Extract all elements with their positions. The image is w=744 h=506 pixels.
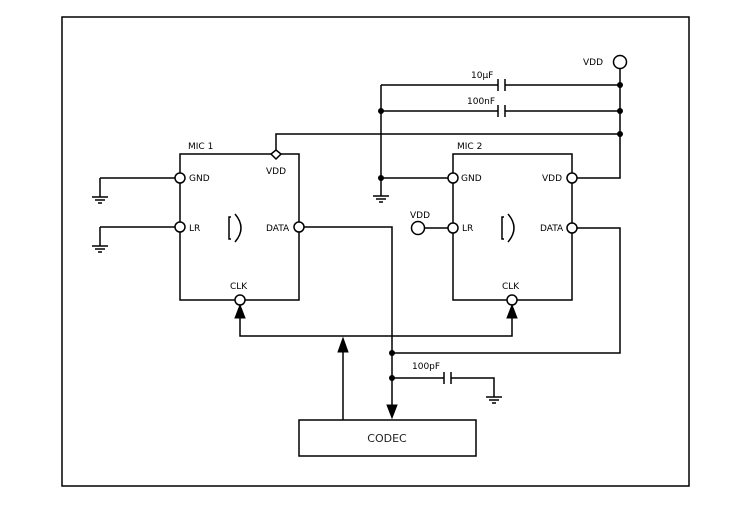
mic1-data-label: DATA <box>266 224 290 234</box>
clk-arrow-icon <box>337 336 349 353</box>
mic2-symbol-arc <box>507 213 515 243</box>
cap-100pf-label: 100pF <box>412 362 440 372</box>
ground-icon <box>92 245 108 253</box>
mic1-lr-wire <box>99 226 175 246</box>
mic2-vdd-label: VDD <box>542 174 562 184</box>
mic2-block: MIC 2 GND LR VDD DATA CLK <box>452 142 573 301</box>
vdd-rail <box>577 68 621 179</box>
codec-label: CODEC <box>367 432 407 445</box>
mic1-title: MIC 1 <box>188 142 213 152</box>
capacitor-icon <box>443 372 452 384</box>
mic2-gnd-label: GND <box>461 174 482 184</box>
mic2-lr-vdd-label: VDD <box>410 211 430 221</box>
cap-100nf-label: 100nF <box>467 97 495 107</box>
codec-box <box>298 419 477 457</box>
vdd-supply-terminal <box>612 54 628 70</box>
mic2-clk-label: CLK <box>502 282 520 292</box>
junction-dot <box>389 350 395 356</box>
vdd-supply-label: VDD <box>583 58 603 68</box>
mic2-data-wire <box>392 227 621 354</box>
mic2-lr-vdd-terminal <box>410 220 426 236</box>
cap-10uf-label: 10µF <box>471 71 493 81</box>
data-arrow-icon <box>386 404 398 420</box>
mic1-vdd-label: VDD <box>266 167 286 177</box>
junction-dot <box>617 108 623 114</box>
mic2-clk-pin <box>506 294 518 306</box>
junction-dot <box>378 108 384 114</box>
capacitor-icon <box>497 105 506 117</box>
ground-icon <box>92 196 108 204</box>
mic1-symbol-icon <box>228 216 231 240</box>
outer-frame <box>61 16 690 487</box>
mic2-vdd-pin <box>566 172 578 184</box>
mic1-symbol-arc <box>234 213 242 243</box>
mic2-gnd-pin <box>447 172 459 184</box>
mic2-lr-pin <box>447 222 459 234</box>
mic1-lr-pin <box>174 221 186 233</box>
mic2-data-pin <box>566 222 578 234</box>
junction-dot <box>617 82 623 88</box>
mic1-lr-label: LR <box>189 224 200 234</box>
ground-icon <box>373 195 389 203</box>
mic2-data-label: DATA <box>540 224 564 234</box>
ground-icon <box>486 396 502 404</box>
mic1-gnd-wire <box>99 177 175 197</box>
mic1-gnd-pin <box>174 172 186 184</box>
cap-100pf-wire <box>392 377 495 397</box>
clock-bus-wire <box>239 318 513 420</box>
mic2-lr-label: LR <box>462 224 473 234</box>
mic1-data-pin <box>293 221 305 233</box>
mic1-block: MIC 1 GND LR VDD DATA CLK <box>179 142 300 301</box>
capacitor-icon <box>497 79 506 91</box>
clk-arrow-icon <box>234 303 246 319</box>
mic2-title: MIC 2 <box>457 142 482 152</box>
mic1-vdd-pin <box>269 149 283 161</box>
mic1-clk-label: CLK <box>230 282 248 292</box>
mic1-gnd-label: GND <box>189 174 210 184</box>
gnd-rail <box>380 85 448 196</box>
mic2-symbol-icon <box>501 216 504 240</box>
mic1-data-wire <box>304 226 393 408</box>
mic1-vdd-wire <box>275 133 620 150</box>
junction-dot <box>617 131 623 137</box>
junction-dot <box>378 175 384 181</box>
clk-arrow-icon <box>506 303 518 319</box>
mic1-clk-pin <box>234 294 246 306</box>
